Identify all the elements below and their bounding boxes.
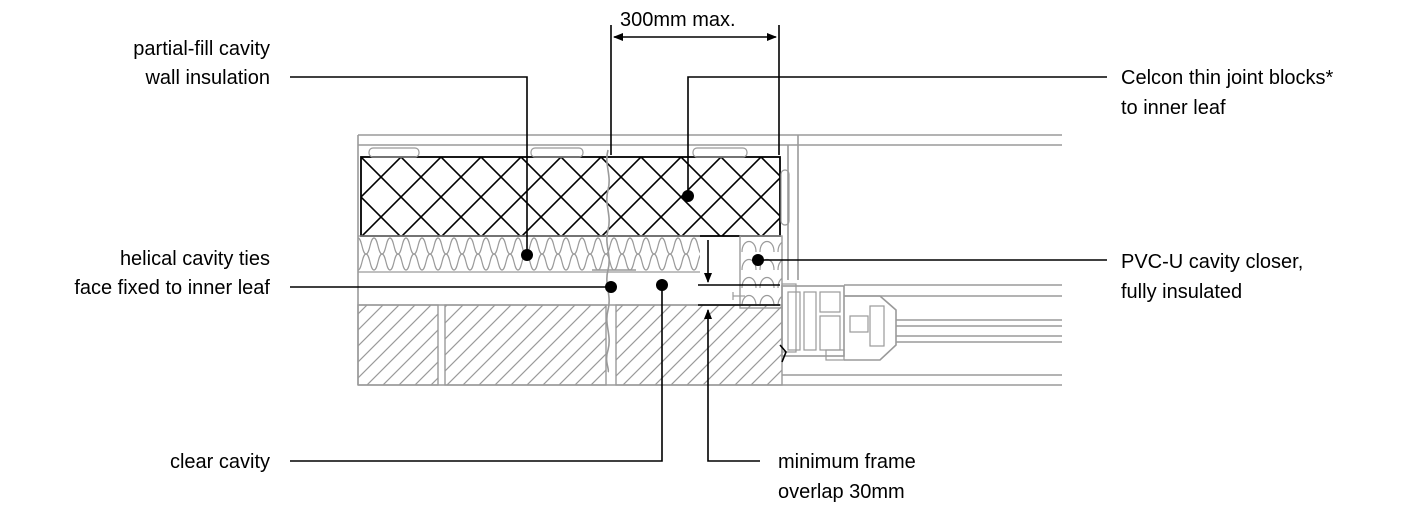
label-partial-fill-line2: wall insulation [144,67,270,89]
dimension-label: 300mm max. [620,9,736,31]
inner-leaf-blocks [360,147,790,237]
labels: partial-fill cavity wall insulation heli… [74,38,1333,503]
outer-leaf-brick [357,304,783,386]
label-helical-line1: helical cavity ties [120,248,270,270]
label-overlap-line2: overlap 30mm [778,481,905,503]
label-helical-line2: face fixed to inner leaf [74,277,270,299]
leader-partial-fill [290,76,533,261]
frame-overlap-marker [698,240,780,306]
label-celcon-line2: to inner leaf [1121,97,1226,119]
leader-frame-overlap [704,309,760,462]
leader-clear-cavity [290,279,668,462]
label-overlap-line1: minimum frame [778,451,916,473]
cavity-closer [739,235,797,353]
label-clear-cavity: clear cavity [170,451,270,473]
label-partial-fill-line1: partial-fill cavity [133,38,270,60]
leader-pvc-closer [752,254,1107,266]
leader-helical-ties [290,281,617,293]
label-pvc-line1: PVC-U cavity closer, [1121,251,1303,273]
window-frame [779,284,1062,363]
leader-celcon [682,76,1107,202]
label-celcon-line1: Celcon thin joint blocks* [1121,67,1334,89]
label-pvc-line2: fully insulated [1121,281,1242,303]
helical-cavity-tie [592,149,636,373]
dimension-300mm: 300mm max. [610,9,780,155]
